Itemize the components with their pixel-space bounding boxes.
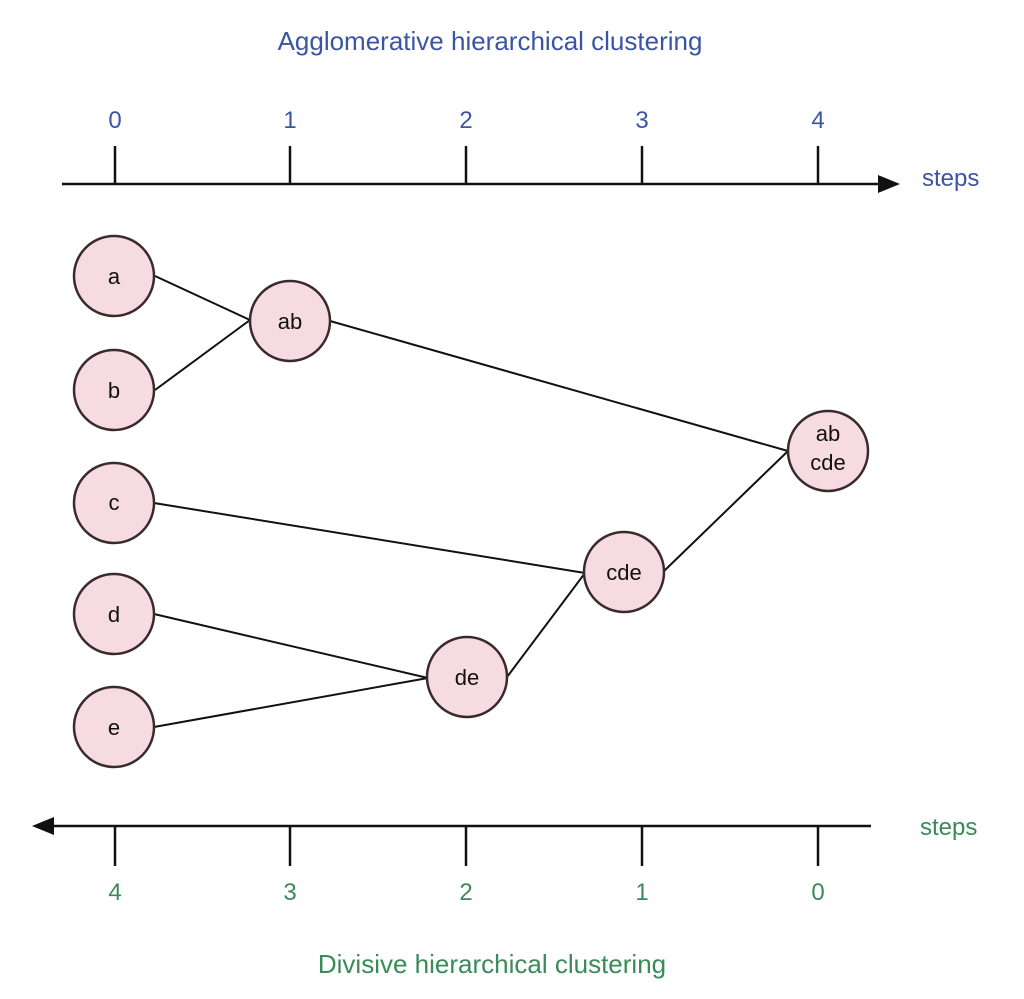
agglomerative-tick-label: 1 <box>283 107 296 134</box>
cluster-node-d: d <box>72 572 156 656</box>
cluster-node-label: a <box>108 264 121 289</box>
cluster-node-label: e <box>108 715 120 740</box>
agglomerative-tick-label: 3 <box>635 107 648 134</box>
divisive-tick-label: 0 <box>811 879 824 906</box>
cluster-node-cde: cde <box>582 530 666 614</box>
cluster-node-label: ab <box>816 421 840 446</box>
cluster-node-label: d <box>108 602 120 627</box>
divisive-tick-label: 1 <box>635 879 648 906</box>
edge-a-ab <box>154 275 251 321</box>
cluster-node-label: de <box>455 665 479 690</box>
dendrogram-nodes: a b c d e ab de cde <box>72 234 870 769</box>
divisive-steps-label: steps <box>920 814 977 841</box>
edge-e-de <box>153 677 429 728</box>
divisive-tick-label: 3 <box>283 879 296 906</box>
agglomerative-axis-arrowhead <box>878 175 900 193</box>
cluster-node-b: b <box>72 348 156 432</box>
cluster-node-label: c <box>109 490 120 515</box>
agglomerative-tick-label: 2 <box>459 107 472 134</box>
divisive-axis-arrowhead <box>32 817 54 835</box>
edge-b-ab <box>154 319 251 391</box>
edge-c-cde <box>153 502 586 574</box>
cluster-node-label: b <box>108 378 120 403</box>
agglomerative-title: Agglomerative hierarchical clustering <box>278 26 703 56</box>
divisive-tick-label: 4 <box>108 879 121 906</box>
cluster-node-c: c <box>72 461 156 545</box>
cluster-node-label: ab <box>278 309 302 334</box>
cluster-node-label: cde <box>606 560 641 585</box>
cluster-node-a: a <box>72 234 156 318</box>
cluster-node-ab: ab <box>248 279 332 363</box>
divisive-tick-label: 2 <box>459 879 472 906</box>
cluster-node-de: de <box>425 635 509 719</box>
cluster-node-label: cde <box>810 450 845 475</box>
divisive-title: Divisive hierarchical clustering <box>318 949 666 979</box>
cluster-node-e: e <box>72 685 156 769</box>
edge-de-cde <box>506 572 586 678</box>
agglomerative-steps-label: steps <box>922 165 979 192</box>
divisive-axis: 4 3 2 1 0 steps <box>32 814 977 906</box>
edge-cde-abcde <box>662 450 789 573</box>
agglomerative-axis: 0 1 2 3 4 steps <box>62 107 979 193</box>
edge-d-de <box>153 613 429 679</box>
agglomerative-tick-label: 4 <box>811 107 824 134</box>
agglomerative-tick-label: 0 <box>108 107 121 134</box>
cluster-node-abcde: ab cde <box>786 409 870 493</box>
dendrogram-edges <box>153 275 789 728</box>
edge-ab-abcde <box>329 320 789 452</box>
